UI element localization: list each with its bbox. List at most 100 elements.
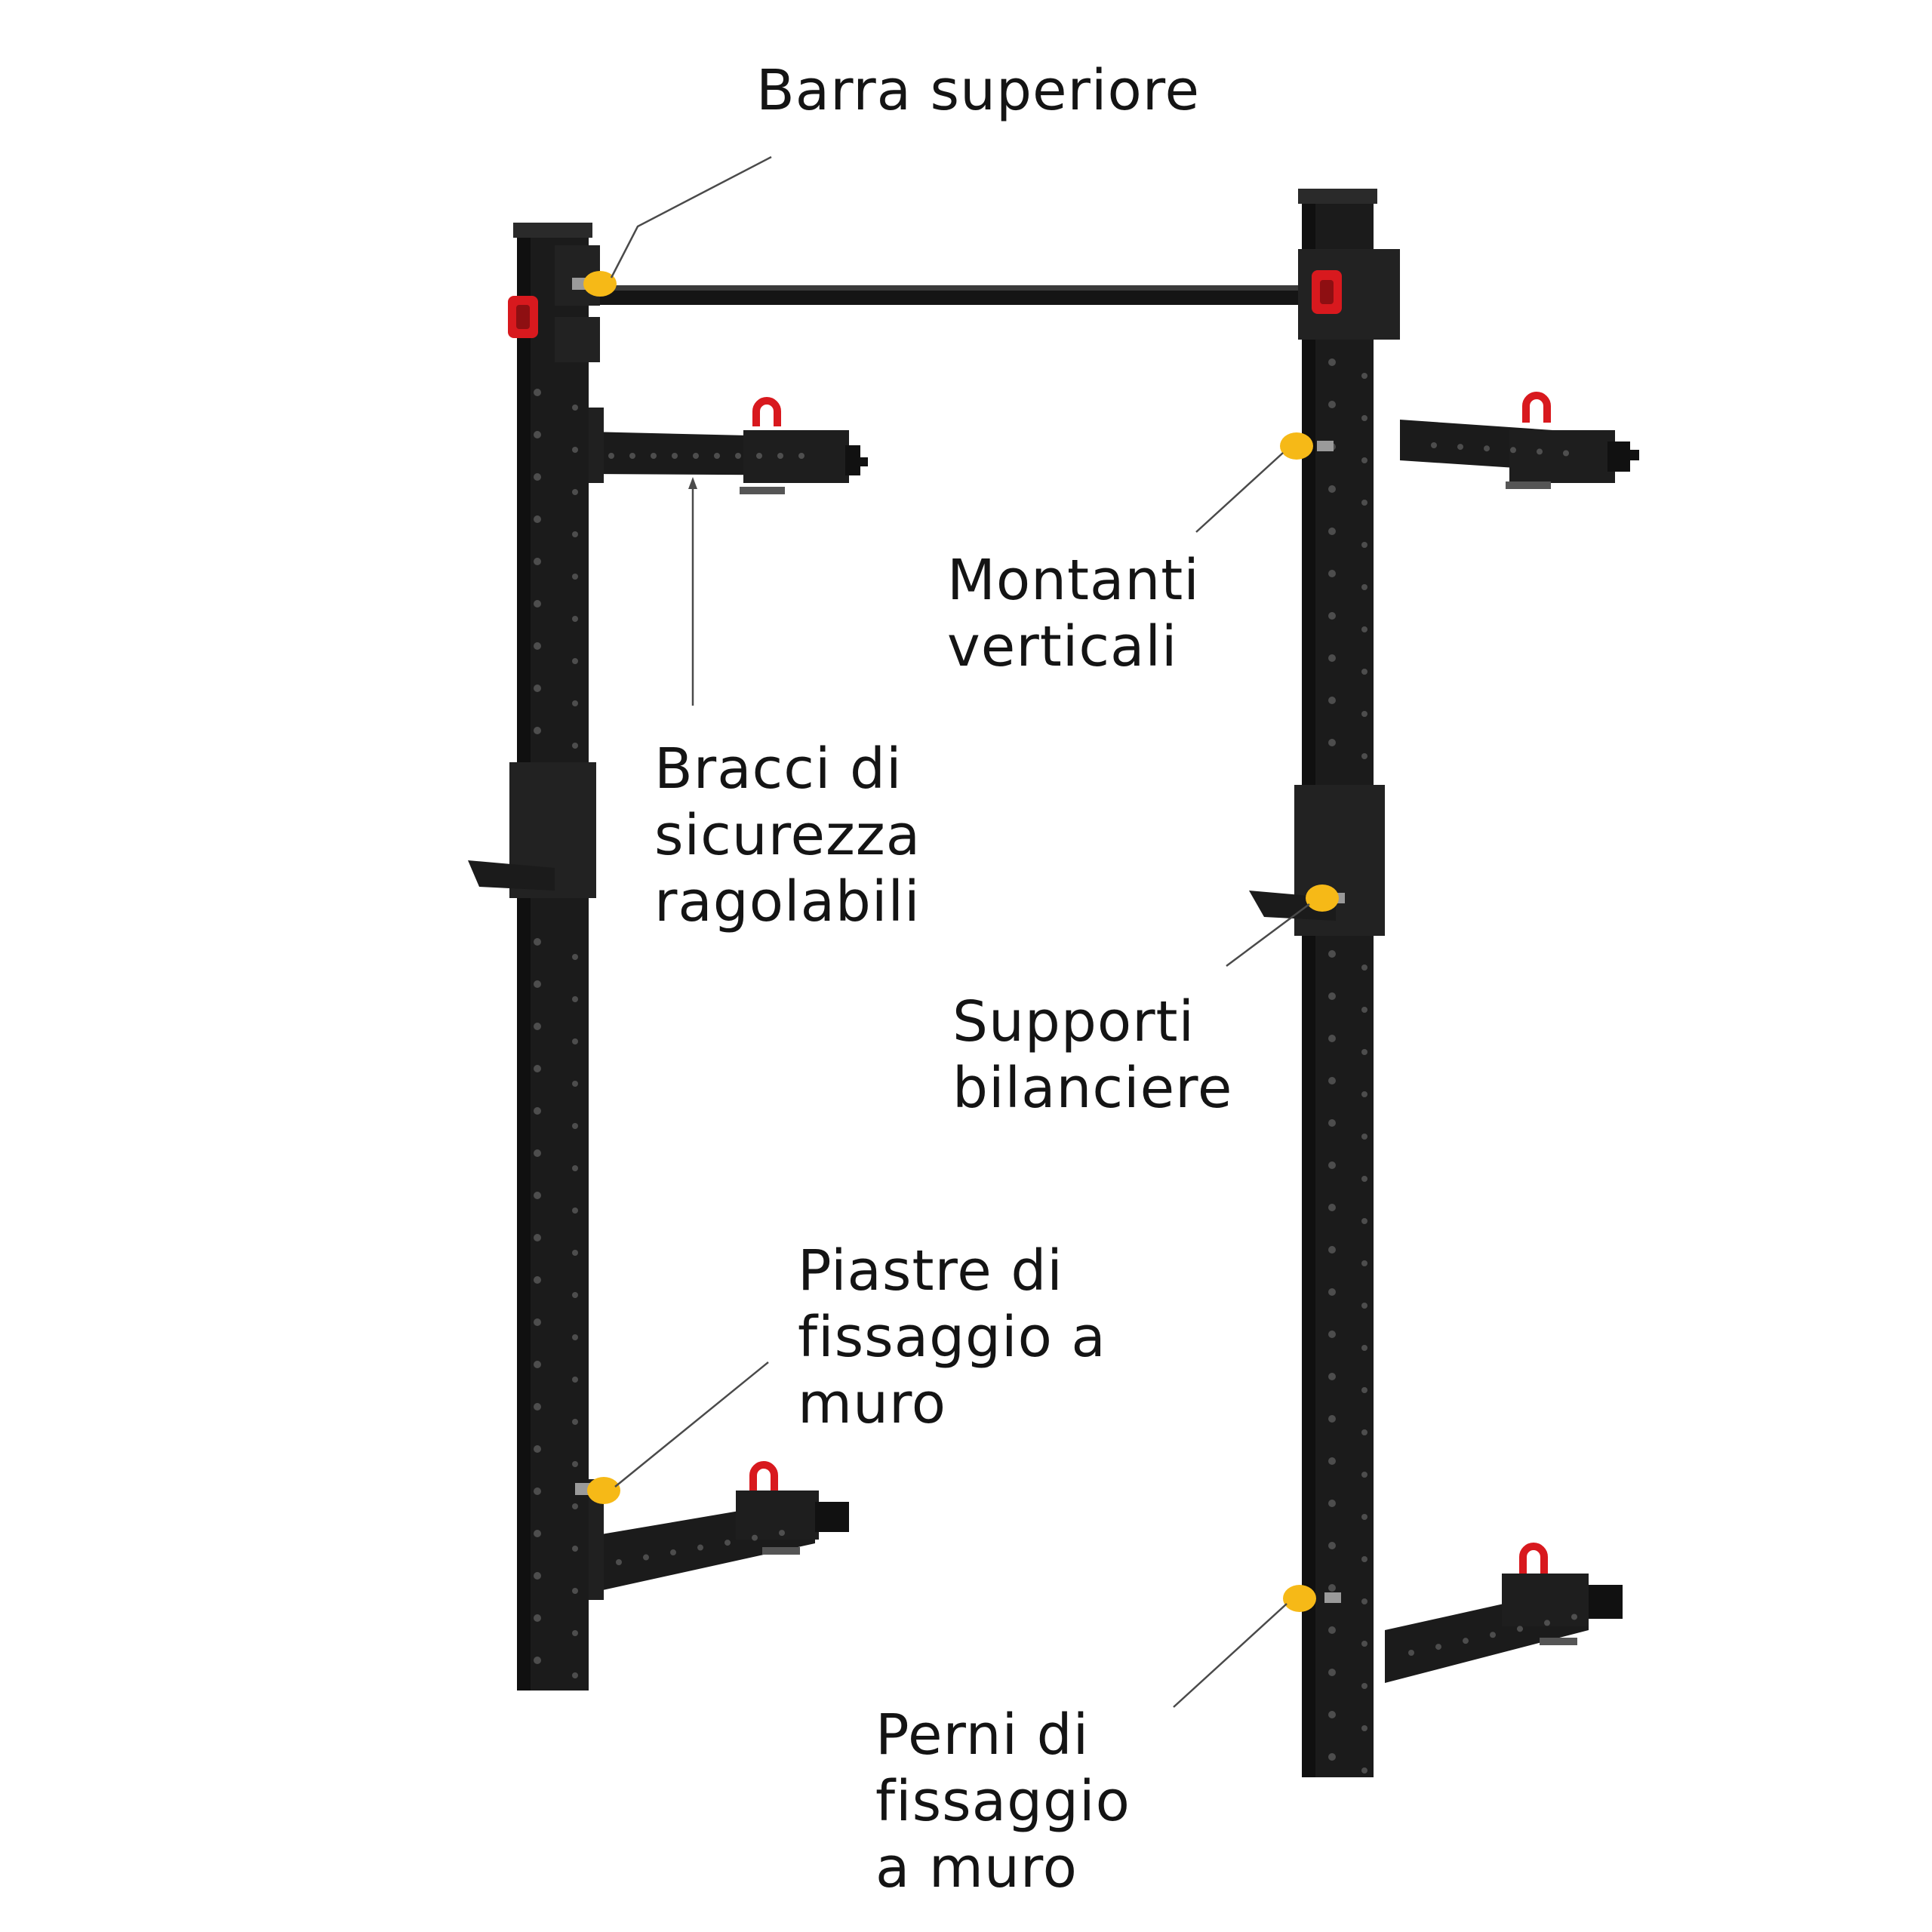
perforation-hole: [572, 658, 578, 664]
perforation-hole: [1361, 1091, 1367, 1097]
perforation-hole: [534, 1065, 541, 1072]
perforation-hole: [572, 405, 578, 411]
perforation-hole: [1361, 1134, 1367, 1140]
upper-right-safety-arm: [1400, 395, 1639, 489]
red-knob-icon: [508, 296, 538, 338]
perforation-hole: [1328, 1626, 1336, 1634]
perforation-hole: [1544, 1620, 1550, 1626]
perforation-hole: [1361, 500, 1367, 506]
lower-right-wall-plate-arm: [1385, 1546, 1623, 1683]
perforation-hole: [1361, 542, 1367, 548]
perforation-hole: [1328, 1161, 1336, 1169]
perforation-hole: [534, 1530, 541, 1537]
perforation-hole: [572, 1630, 578, 1636]
perforation-hole: [572, 1038, 578, 1044]
perforation-hole: [572, 954, 578, 960]
perforation-hole: [534, 600, 541, 608]
perforation-hole: [1361, 626, 1367, 632]
label-barra-superiore: Barra superiore: [756, 57, 1200, 124]
perforation-hole: [572, 1588, 578, 1594]
perforation-hole: [735, 453, 741, 459]
perforation-hole: [534, 389, 541, 396]
perforation-hole: [1463, 1638, 1469, 1644]
perforation-hole: [777, 453, 783, 459]
perforation-hole: [534, 558, 541, 565]
perforation-hole: [572, 1123, 578, 1129]
perforation-hole: [1328, 1584, 1336, 1592]
perforation-hole: [1361, 1176, 1367, 1182]
perforation-hole: [1537, 448, 1543, 454]
perforation-hole: [1361, 1767, 1367, 1774]
perforation-hole: [1328, 697, 1336, 704]
perforation-hole: [1328, 1542, 1336, 1549]
perforation-hole: [693, 453, 699, 459]
perforation-hole: [1328, 358, 1336, 366]
perforation-hole: [534, 1487, 541, 1495]
perforation-hole: [534, 515, 541, 523]
perforation-hole: [534, 1149, 541, 1157]
perforation-hole: [1361, 1598, 1367, 1604]
perforation-hole: [534, 1192, 541, 1199]
perforation-hole: [1328, 1753, 1336, 1761]
perforation-hole: [534, 473, 541, 481]
perforation-hole: [643, 1555, 649, 1561]
perforation-hole: [572, 1503, 578, 1509]
perforation-hole: [534, 980, 541, 988]
perforation-hole: [1328, 992, 1336, 1000]
perforation-hole: [1361, 1345, 1367, 1351]
perforation-hole: [756, 453, 762, 459]
perforation-hole: [1361, 1556, 1367, 1562]
perforation-hole: [1361, 964, 1367, 971]
perforation-hole: [798, 453, 804, 459]
leader-line-barra-superiore: [611, 157, 771, 278]
perforation-hole: [1361, 457, 1367, 463]
perforation-hole: [572, 1334, 578, 1340]
perforation-hole: [1361, 1472, 1367, 1478]
perforation-hole: [534, 1657, 541, 1664]
perforation-hole: [534, 642, 541, 650]
perforation-hole: [651, 453, 657, 459]
label-supporti-bilanciere: Supporti bilanciere: [952, 989, 1232, 1121]
perforation-hole: [1328, 1204, 1336, 1211]
perforation-hole: [1361, 1049, 1367, 1055]
perforation-hole: [572, 1292, 578, 1298]
perforation-hole: [534, 1276, 541, 1284]
perforation-hole: [572, 996, 578, 1002]
red-knob-icon: [1312, 270, 1342, 314]
perforation-hole: [1361, 753, 1367, 759]
perforation-hole: [1361, 1260, 1367, 1266]
perforation-hole: [1328, 739, 1336, 746]
perforation-hole: [1361, 1641, 1367, 1647]
perforation-hole: [572, 1208, 578, 1214]
perforation-hole: [1328, 1669, 1336, 1676]
perforation-hole: [1361, 1387, 1367, 1393]
leader-line-perni-fissaggio: [1174, 1604, 1287, 1707]
perforation-hole: [1328, 950, 1336, 958]
perforation-hole: [779, 1530, 785, 1536]
perforation-hole: [1328, 1711, 1336, 1718]
perforation-hole: [1361, 711, 1367, 717]
perforation-hole: [1431, 442, 1437, 448]
perforation-hole: [1328, 1373, 1336, 1380]
perforation-hole: [697, 1545, 703, 1551]
perforation-hole: [1510, 447, 1516, 453]
perforation-hole: [534, 1361, 541, 1368]
perforation-hole: [1563, 451, 1569, 457]
perforation-hole: [534, 1023, 541, 1030]
perforation-hole: [534, 1614, 541, 1622]
lower-left-wall-plate-arm: [589, 1465, 849, 1600]
perforation-hole: [572, 1672, 578, 1678]
perforation-hole: [1361, 1429, 1367, 1435]
perforation-hole: [1328, 1457, 1336, 1465]
perforation-hole: [672, 453, 678, 459]
perforation-hole: [572, 616, 578, 622]
perforation-hole: [752, 1535, 758, 1541]
perforation-hole: [1328, 485, 1336, 493]
perforation-hole: [534, 727, 541, 734]
perforation-hole: [534, 938, 541, 946]
perforation-hole: [1457, 444, 1463, 450]
perforation-hole: [1328, 654, 1336, 662]
perforation-hole: [1490, 1632, 1496, 1638]
perforation-hole: [1435, 1644, 1441, 1650]
